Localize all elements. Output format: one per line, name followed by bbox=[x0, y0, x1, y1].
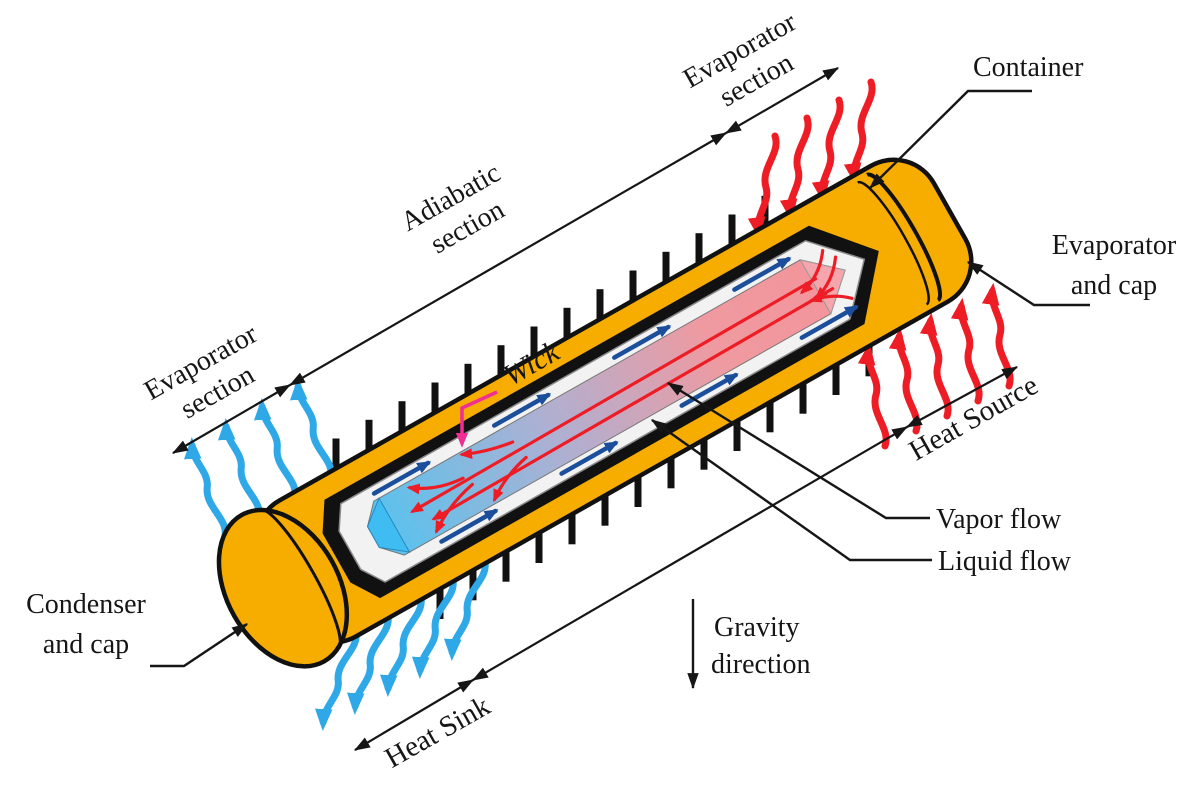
heat-arrow bbox=[919, 312, 952, 420]
leader-container bbox=[869, 89, 1032, 189]
fin-tick bbox=[464, 363, 472, 394]
label-gravity-direction: direction bbox=[711, 649, 811, 680]
condensation-arrow bbox=[435, 482, 474, 534]
heat-arrow bbox=[857, 342, 890, 450]
fin-tick bbox=[662, 251, 670, 282]
liquid-arrow bbox=[799, 304, 859, 340]
cooling-arrow bbox=[411, 576, 457, 680]
leader-vapor-flow bbox=[667, 381, 930, 520]
label-container: Container bbox=[973, 52, 1084, 83]
heat-arrow bbox=[843, 78, 876, 186]
fin-tick bbox=[766, 402, 774, 433]
fin-tick bbox=[667, 458, 675, 489]
dimension-line-adiabatic-section bbox=[289, 132, 727, 386]
fin-tick bbox=[695, 233, 703, 264]
cooling-arrow bbox=[183, 436, 229, 540]
fin-tick bbox=[568, 514, 576, 545]
fin-tick bbox=[365, 419, 373, 450]
cooling-arrow bbox=[253, 397, 299, 501]
label-liquid-flow: Liquid flow bbox=[938, 546, 1072, 577]
condensation-arrow bbox=[406, 476, 465, 495]
dimension-line-heat-sink bbox=[354, 679, 474, 751]
liquid-arrow bbox=[732, 256, 792, 292]
heat-arrow bbox=[888, 327, 921, 435]
label-condenser-and-cap: Condenser bbox=[26, 589, 146, 620]
cooling-arrow bbox=[379, 594, 425, 698]
evaporation-arrow bbox=[800, 249, 825, 295]
leader-liquid-flow bbox=[651, 419, 932, 562]
fin-tick bbox=[332, 438, 340, 469]
fin-tick bbox=[601, 495, 609, 526]
fin-tick bbox=[728, 214, 736, 245]
condenser-cap-rim bbox=[258, 507, 342, 651]
label-heat-sink: Heat Sink bbox=[380, 690, 496, 775]
fin-tick bbox=[629, 270, 637, 301]
label-vapor-flow: Vapor flow bbox=[936, 504, 1062, 535]
label-condenser-and-cap: and cap bbox=[43, 629, 129, 660]
fin-tick bbox=[502, 551, 510, 582]
leader-condenser-cap bbox=[150, 623, 248, 668]
heat-arrow bbox=[811, 96, 844, 204]
label-evaporator-and-cap: Evaporator bbox=[1052, 230, 1177, 261]
fin-tick bbox=[535, 533, 543, 563]
leader-lines bbox=[150, 89, 1090, 690]
fin-tick bbox=[799, 383, 807, 414]
fin-tick bbox=[634, 477, 642, 507]
dimension-line-heat-source bbox=[905, 366, 1019, 428]
cooling-arrow bbox=[314, 628, 360, 732]
leader-wick bbox=[455, 390, 498, 448]
fin-tick bbox=[398, 401, 406, 432]
evaporator-cap-rim bbox=[857, 180, 930, 306]
label-evaporator-section-top: Evaporator section bbox=[678, 6, 802, 113]
condenser-cap bbox=[216, 507, 350, 669]
label-evaporator-section-left: Evaporator section bbox=[139, 318, 263, 425]
fin-tick bbox=[563, 307, 571, 338]
leader-evaporator-cap bbox=[967, 260, 1090, 307]
liquid-arrow bbox=[371, 460, 432, 496]
fin-tick bbox=[596, 289, 604, 320]
core-end-face-cold bbox=[366, 497, 411, 553]
heat-arrow bbox=[747, 132, 780, 240]
dimension-line-condenser-section bbox=[172, 384, 291, 454]
label-adiabatic-section: Adiabatic section bbox=[396, 157, 510, 260]
evaporation-arrow bbox=[808, 292, 854, 303]
cooling-arrow bbox=[289, 377, 335, 481]
label-line: Heat Sink bbox=[380, 690, 496, 775]
label-evaporator-and-cap: and cap bbox=[1071, 270, 1157, 301]
fin-tick bbox=[431, 382, 439, 413]
heat-arrow bbox=[950, 297, 983, 405]
dimension-lines bbox=[172, 67, 1019, 751]
dimension-line-evaporator-section bbox=[725, 67, 839, 134]
fin-tick bbox=[832, 365, 840, 395]
label-gravity-direction: Gravity bbox=[714, 612, 800, 643]
dimension-line-lower-adiabatic bbox=[472, 426, 908, 681]
liquid-arrow bbox=[491, 392, 552, 428]
heat-arrow bbox=[779, 114, 812, 222]
cooling-arrow bbox=[217, 417, 263, 521]
